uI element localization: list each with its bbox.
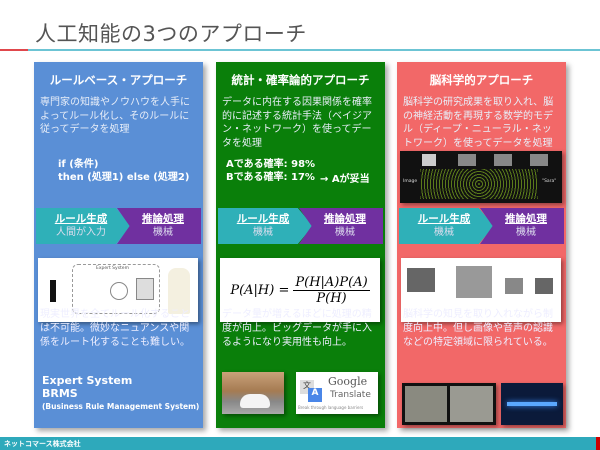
- process-chevron: ルール生成機械 推論処理機械: [399, 208, 564, 244]
- code-line: then (処理1) else (処理2): [58, 172, 190, 183]
- footer-company: ネットコマース株式会社: [0, 437, 596, 450]
- audio-waveform-image: [501, 383, 563, 425]
- formula-numerator: P(H|A)P(A): [293, 274, 370, 291]
- expert-system-diagram: Expert System: [38, 258, 198, 322]
- step-rule-generation: [218, 208, 313, 244]
- probability-example: Aである確率: 98% Bである確率: 17%: [226, 158, 315, 184]
- step-inference: [117, 208, 201, 244]
- step-sub: 機械: [434, 227, 454, 238]
- step-title: ルール生成: [417, 213, 471, 225]
- step-inference: [299, 208, 383, 244]
- process-chevron: ルール生成人間が入力 推論処理機械: [36, 208, 201, 244]
- probability-b: Bである確率: 17%: [226, 172, 315, 183]
- panel-description: 専門家の知識やノウハウを人手によってルール化し、そのルールに従ってデータを処理: [40, 97, 190, 135]
- step-sub: 機械: [153, 227, 173, 238]
- cnn-diagram: [401, 258, 561, 322]
- rule-based-panel: ルールベース・アプローチ 専門家の知識やノウハウを人手によってルール化し、そのル…: [34, 62, 203, 428]
- step-inference: [480, 208, 564, 244]
- logo-translate: Translate: [330, 390, 371, 400]
- step-title: ルール生成: [236, 213, 290, 225]
- formula-denominator: P(H): [316, 290, 347, 306]
- panel-description: データに内在する因果関係を確率的に記述する統計手法（ベイジアン・ネットワーク）を…: [222, 97, 372, 149]
- panel-heading: ルールベース・アプローチ: [49, 73, 188, 87]
- example-brms: BRMS: [42, 387, 78, 400]
- google-translate-logo: 文 A Google Translate Break through langu…: [296, 372, 378, 414]
- footer-accent: [596, 437, 600, 450]
- logo-google: Google: [328, 375, 368, 388]
- step-title: ルール生成: [54, 213, 108, 225]
- step-title: 推論処理: [324, 213, 366, 225]
- title-rule: [28, 49, 600, 51]
- panel-description: 脳科学の研究成果を取り入れ、脳の神経活動を再現する数学的モデル（ディープ・ニュー…: [403, 97, 554, 149]
- code-example: if (条件) then (処理1) else (処理2): [58, 158, 189, 184]
- step-sub: 人間が入力: [56, 227, 106, 238]
- neural-network-image: Image "Sara": [400, 151, 562, 203]
- limitation-text: 現実世界を全てルール化することは不可能。微妙なニュアンスや関係をルート化すること…: [40, 309, 190, 348]
- limitation-text: データ量が増えるほどに処理の精度が向上。ビッグデータが手に入るようになり実用性も…: [222, 309, 372, 348]
- step-title: 推論処理: [505, 213, 547, 225]
- step-sub: 機械: [253, 227, 273, 238]
- neuroscience-panel: 脳科学的アプローチ 脳科学の研究成果を取り入れ、脳の神経活動を再現する数学的モデ…: [397, 62, 566, 428]
- panel-heading: 脳科学的アプローチ: [429, 73, 534, 87]
- bayes-formula: P(A|H) = P(H|A)P(A)P(H): [220, 258, 380, 322]
- formula-lhs: P(A|H) =: [230, 282, 290, 298]
- probability-a: Aである確率: 98%: [226, 159, 316, 170]
- step-rule-generation: [36, 208, 131, 244]
- process-chevron: ルール生成機械 推論処理機械: [218, 208, 383, 244]
- step-sub: 機械: [516, 227, 536, 238]
- face-cat-features-image: [402, 383, 496, 425]
- examples: Expert System BRMS (Business Rule Manage…: [42, 374, 199, 413]
- statistical-panel: 統計・確率論的アプローチ データに内在する因果関係を確率的に記述する統計手法（ベ…: [216, 62, 385, 428]
- self-driving-car-photo: [222, 372, 284, 414]
- example-expert-system: Expert System: [42, 374, 133, 387]
- panel-heading: 統計・確率論的アプローチ: [231, 73, 370, 87]
- step-rule-generation: [399, 208, 494, 244]
- code-line: if (条件): [58, 159, 99, 170]
- limitation-text: 脳科学の知見を取り入れながら制度向上中。但し画像や音声の認識などの特定領域に限ら…: [403, 309, 553, 348]
- conclusion: → Aが妥当: [320, 174, 370, 185]
- step-title: 推論処理: [142, 213, 184, 225]
- example-brms-full: (Business Rule Management System): [42, 402, 200, 411]
- page-title: 人工知能の3つのアプローチ: [35, 22, 307, 46]
- step-sub: 機械: [335, 227, 355, 238]
- logo-tagline: Break through language barriers: [298, 405, 364, 410]
- nn-output-label: "Sara": [542, 179, 557, 184]
- title-rule-accent: [0, 49, 28, 51]
- nn-input-label: Image: [403, 179, 418, 184]
- diagram-label: Expert System: [96, 266, 129, 271]
